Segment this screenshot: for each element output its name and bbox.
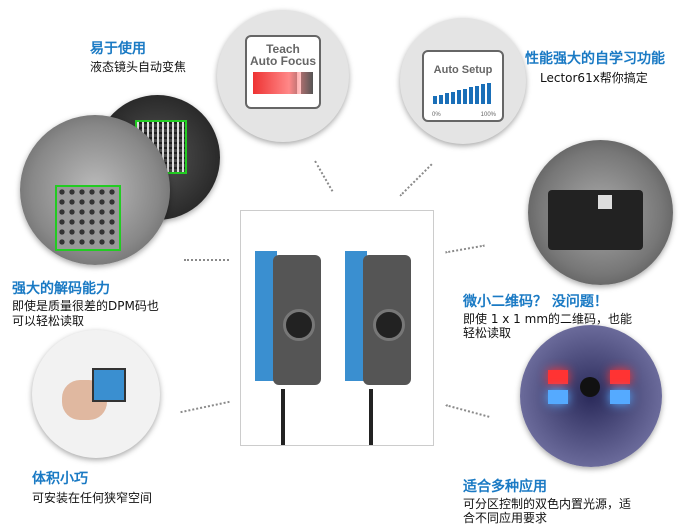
setup-bar [451,91,455,104]
feature-desc-micro-code-1: 即使 1 x 1 mm的二维码，也能 [463,312,633,326]
feature-desc-easy-use: 液态镜头自动变焦 [90,60,187,74]
feature-title-self-learning: 性能强大的自学习功能 [525,51,665,67]
setup-bar [475,85,479,104]
teach-auto-focus-panel: Teach Auto Focus [245,35,321,109]
camera-lens [283,309,315,341]
camera-side [345,251,367,381]
blue-light [610,390,630,404]
setup-bar [439,94,443,104]
feature-desc-applications-1: 可分区控制的双色内置光源，适 [463,497,632,511]
feature-title-micro-code: 微小二维码？ 没问题！ [463,294,608,310]
setup-bar [469,87,473,104]
setup-bar [457,90,461,104]
connector-line [399,163,433,197]
lens-graphic [580,377,600,397]
camera-product-left [255,251,325,391]
feature-desc-decoding-1: 即使是质量很差的DPM码也 [12,299,159,313]
feature-desc-decoding-2: 可以轻松读取 [12,314,85,328]
setup-bar [433,96,437,104]
feature-desc-compact: 可安装在任何狭窄空间 [32,491,153,505]
connector-line [445,244,485,254]
chip-graphic [548,190,643,250]
connector-line [184,259,229,261]
dpm-code-image-light [20,115,170,265]
dual-color-light-image [520,325,662,467]
connector-line [445,404,490,418]
auto-focus-label: Auto Focus [250,54,316,68]
auto-setup-label: Auto Setup [433,64,493,76]
auto-setup-panel: Auto Setup 0% 100% [422,50,504,122]
blue-light [548,390,568,404]
teach-auto-focus-circle: Teach Auto Focus [217,10,349,142]
feature-desc-micro-code-2: 轻松读取 [463,326,512,340]
setup-bar [481,84,485,104]
auto-setup-circle: Auto Setup 0% 100% [400,18,526,144]
teach-label: Teach [266,42,300,56]
setup-bar [445,93,449,104]
camera-product-right [345,251,415,391]
setup-progress-bars [433,82,493,104]
datamatrix-code [55,185,121,251]
camera-lens [373,309,405,341]
feature-desc-self-learning: Lector61x帮你搞定 [540,71,648,85]
red-light [548,370,568,384]
micro-code-image [528,140,673,285]
focus-bars-graphic [253,72,313,94]
feature-title-compact: 体积小巧 [32,471,88,487]
setup-bar [463,88,467,104]
feature-title-decoding: 强大的解码能力 [12,281,110,297]
setup-bar [487,82,491,104]
mini-camera-graphic [92,368,126,402]
connector-line [180,400,230,414]
cable [281,389,285,445]
camera-side [255,251,277,381]
feature-desc-applications-2: 合不同应用要求 [463,511,548,525]
micro-datamatrix [598,195,612,209]
connector-line [314,160,334,192]
red-light [610,370,630,384]
product-image-box [240,210,434,446]
feature-title-applications: 适合多种应用 [463,479,547,495]
setup-max-label: 100% [480,112,496,118]
cable [369,389,373,445]
feature-title-easy-use: 易于使用 [90,41,146,57]
hand-holding-camera-image [32,330,160,458]
setup-min-label: 0% [432,112,441,118]
